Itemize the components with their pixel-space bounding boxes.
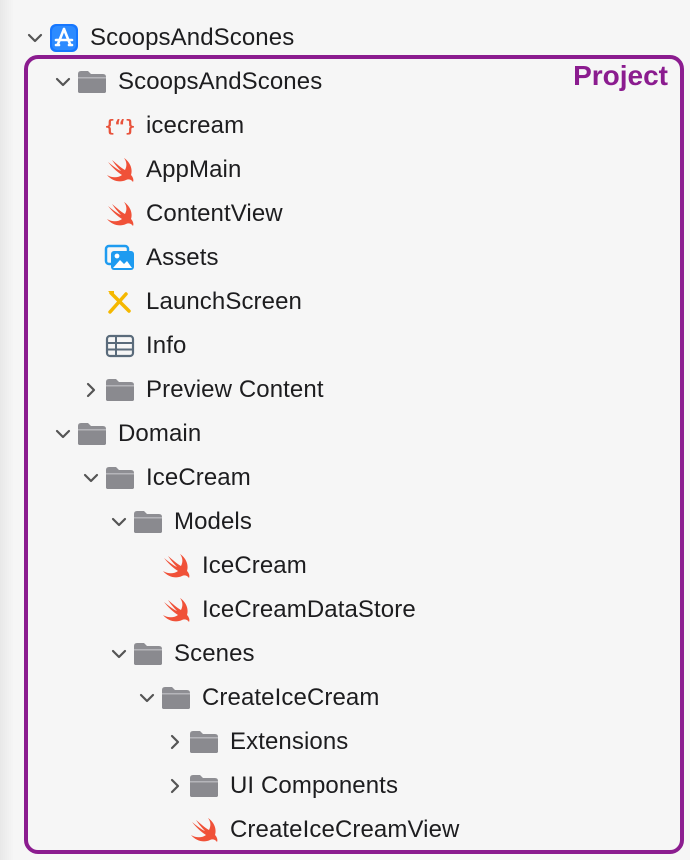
tree-row[interactable]: CreateIceCreamView [164, 810, 459, 850]
folder-icon [160, 683, 192, 713]
tree-row[interactable]: IceCream [136, 546, 307, 586]
tree-row-label: Info [146, 332, 187, 359]
svg-text:{“}: {“} [105, 117, 136, 137]
tree-row-label: ScoopsAndScones [118, 68, 323, 95]
chevron-down-icon[interactable] [24, 18, 46, 58]
tree-row-label: Preview Content [146, 376, 324, 403]
chevron-right-icon[interactable] [164, 722, 186, 762]
tree-row-label: ContentView [146, 200, 283, 227]
tree-row-label: ScoopsAndScones [90, 24, 295, 51]
tree-row[interactable]: Domain [52, 414, 201, 454]
folder-icon [132, 507, 164, 537]
swift-icon [104, 199, 136, 229]
folder-icon [104, 375, 136, 405]
tree-row-label: icecream [146, 112, 245, 139]
folder-icon [76, 419, 108, 449]
chevron-right-icon[interactable] [80, 370, 102, 410]
tree-row[interactable]: Extensions [164, 722, 348, 762]
tree-row[interactable]: ScoopsAndScones [24, 18, 294, 58]
tree-row[interactable]: {“} icecream [80, 106, 244, 146]
swift-icon [104, 155, 136, 185]
tree-row[interactable]: Scenes [108, 634, 255, 674]
chevron-down-icon[interactable] [108, 634, 130, 674]
tree-row[interactable]: ContentView [80, 194, 283, 234]
tree-row-label: Extensions [230, 728, 349, 755]
json-icon: {“} [104, 111, 136, 141]
folder-icon [188, 727, 220, 757]
chevron-down-icon[interactable] [52, 414, 74, 454]
swift-icon [160, 551, 192, 581]
tree-row[interactable]: Preview Content [80, 370, 324, 410]
tree-row-label: IceCream [202, 552, 307, 579]
tree-row-label: Domain [118, 420, 202, 447]
tree-row-label: CreateIceCream [202, 684, 380, 711]
folder-icon [132, 639, 164, 669]
storyboard-icon [104, 287, 136, 317]
tree-row[interactable]: Models [108, 502, 252, 542]
tree-row-label: LaunchScreen [146, 288, 302, 315]
tree-row-label: Models [174, 508, 252, 535]
chevron-down-icon[interactable] [80, 458, 102, 498]
plist-icon [104, 331, 136, 361]
tree-row[interactable]: AppMain [80, 150, 241, 190]
tree-row[interactable]: CreateIceCream [136, 678, 379, 718]
folder-icon [188, 771, 220, 801]
tree-row-label: IceCreamDataStore [202, 596, 416, 623]
tree-row-label: IceCream [146, 464, 251, 491]
chevron-right-icon[interactable] [164, 766, 186, 806]
tree-row[interactable]: LaunchScreen [80, 282, 302, 322]
swift-icon [160, 595, 192, 625]
folder-icon [76, 67, 108, 97]
project-annotation-label: Project [573, 60, 668, 91]
assets-icon [104, 243, 136, 273]
tree-row-label: Scenes [174, 640, 255, 667]
tree-row-label: UI Components [230, 772, 399, 799]
tree-row[interactable]: IceCreamDataStore [136, 590, 416, 630]
chevron-down-icon[interactable] [136, 678, 158, 718]
chevron-down-icon[interactable] [52, 62, 74, 102]
tree-row-label: CreateIceCreamView [230, 816, 460, 843]
tree-row-label: AppMain [146, 156, 242, 183]
folder-icon [104, 463, 136, 493]
tree-row-label: Assets [146, 244, 219, 271]
tree-row[interactable]: ScoopsAndScones [52, 62, 322, 102]
tree-row[interactable]: Info [80, 326, 186, 366]
tree-row[interactable]: UI Components [164, 766, 398, 806]
sidebar-edge-shade [0, 0, 14, 860]
xcodeproj-icon [48, 23, 80, 53]
tree-row[interactable]: IceCream [80, 458, 251, 498]
swift-icon [188, 815, 220, 845]
chevron-down-icon[interactable] [108, 502, 130, 542]
tree-row[interactable]: Assets [80, 238, 219, 278]
